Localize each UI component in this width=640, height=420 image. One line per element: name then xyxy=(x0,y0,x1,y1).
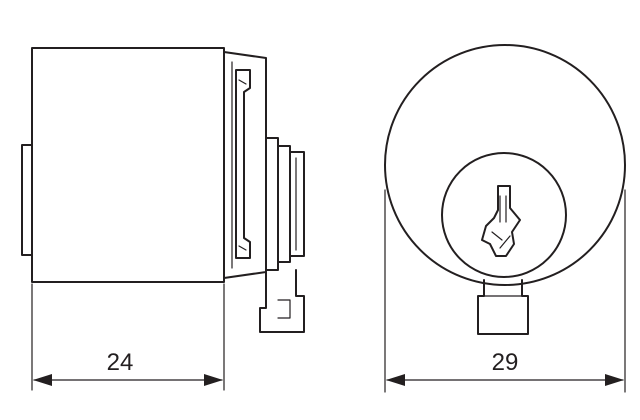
front-plug-circle xyxy=(441,152,567,278)
front-view xyxy=(384,44,626,335)
front-keyway xyxy=(481,185,521,257)
side-cam-tail-detail xyxy=(277,299,291,319)
front-arrow-right xyxy=(605,374,624,386)
front-keyway-slot xyxy=(491,195,511,249)
front-arrow-left xyxy=(386,374,405,386)
side-cam-plate-1 xyxy=(265,137,279,271)
side-body xyxy=(31,47,225,283)
side-left-stub xyxy=(21,144,33,256)
front-cam-tab xyxy=(477,279,529,335)
side-dimension-label: 24 xyxy=(107,349,134,376)
side-cam-plate-3 xyxy=(289,151,305,257)
side-clip-detail xyxy=(238,79,247,251)
side-arrow-right xyxy=(204,374,223,386)
dimension-side-width: 24 xyxy=(31,283,225,391)
front-outer-circle xyxy=(384,44,626,286)
side-arrow-left xyxy=(33,374,52,386)
side-view xyxy=(21,47,305,333)
side-cam-plate-2 xyxy=(277,145,291,263)
front-dimension-label: 29 xyxy=(492,349,519,376)
dimension-front-diameter: 29 xyxy=(384,189,626,393)
side-cam-tail xyxy=(259,269,305,333)
side-retaining-clip xyxy=(235,69,251,259)
